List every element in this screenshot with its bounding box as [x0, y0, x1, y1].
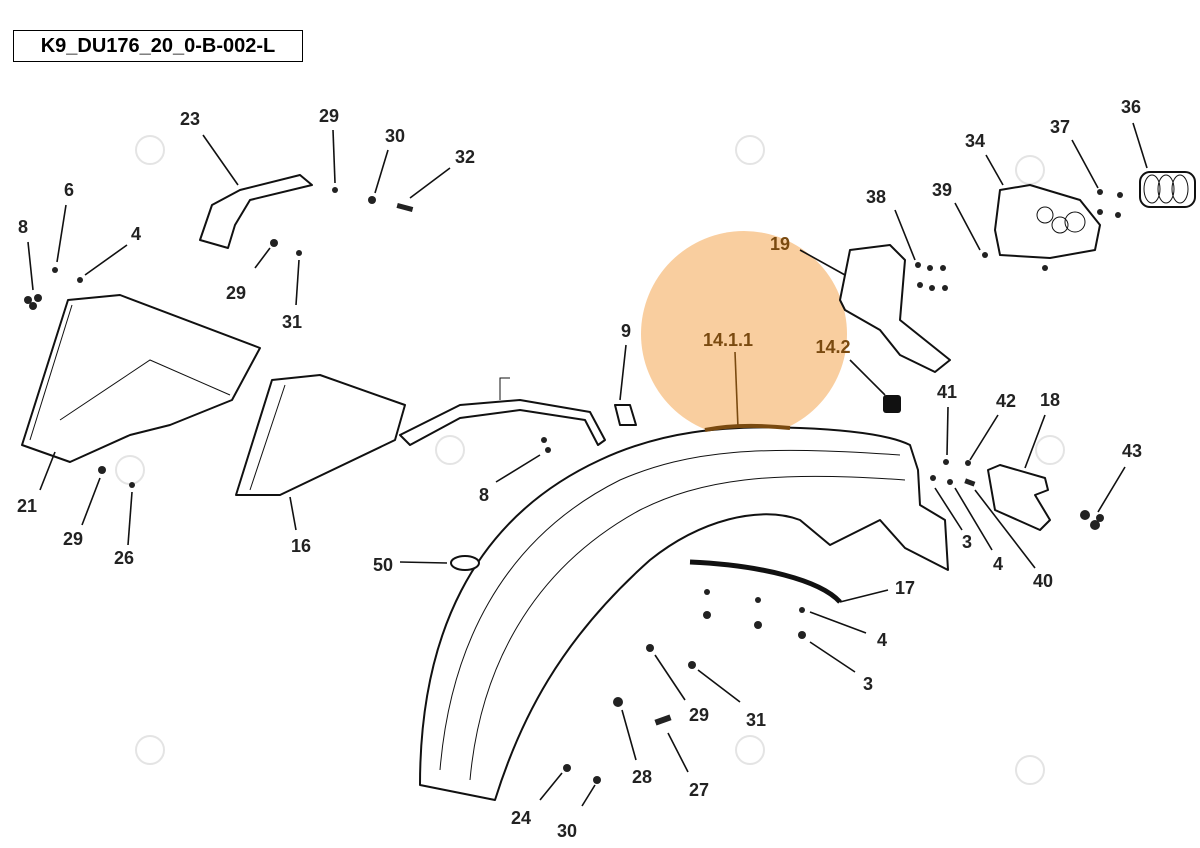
clip-9[interactable] — [614, 404, 637, 426]
grommet-50[interactable] — [450, 555, 480, 571]
callout-24[interactable]: 24 — [511, 808, 531, 828]
callout-50[interactable]: 50 — [373, 555, 393, 575]
rail-part[interactable] — [399, 377, 606, 446]
knob-14-2[interactable] — [883, 395, 901, 413]
callout-21[interactable]: 21 — [17, 496, 37, 516]
callout-43[interactable]: 43 — [1122, 441, 1142, 461]
callout-23[interactable]: 23 — [180, 109, 200, 129]
callout-16[interactable]: 16 — [291, 536, 311, 556]
callout-37[interactable]: 37 — [1050, 117, 1070, 137]
callout-4[interactable]: 4 — [131, 224, 141, 244]
callout-4[interactable]: 4 — [993, 554, 1003, 574]
highlight-circle — [641, 231, 847, 437]
callout-30[interactable]: 30 — [385, 126, 405, 146]
callout-38[interactable]: 38 — [866, 187, 886, 207]
callout-14-1-1[interactable]: 14.1.1 — [703, 330, 753, 350]
panel-21[interactable] — [21, 294, 261, 463]
lamp-34[interactable] — [994, 184, 1101, 259]
fasteners — [24, 187, 1123, 784]
callout-19[interactable]: 19 — [770, 234, 790, 254]
callout-labels: 23 29 30 32 6 8 4 29 31 36 37 34 39 38 1… — [17, 97, 1142, 841]
callout-18[interactable]: 18 — [1040, 390, 1060, 410]
callout-17[interactable]: 17 — [895, 578, 915, 598]
panel-16[interactable] — [235, 374, 406, 496]
callout-29[interactable]: 29 — [226, 283, 246, 303]
callout-3[interactable]: 3 — [962, 532, 972, 552]
callout-8[interactable]: 8 — [18, 217, 28, 237]
callout-34[interactable]: 34 — [965, 131, 985, 151]
callout-30[interactable]: 30 — [557, 821, 577, 841]
callout-39[interactable]: 39 — [932, 180, 952, 200]
bracket-23[interactable] — [199, 174, 313, 249]
callout-36[interactable]: 36 — [1121, 97, 1141, 117]
bracket-18[interactable] — [987, 464, 1051, 531]
fender-part[interactable] — [419, 423, 949, 801]
callout-6[interactable]: 6 — [64, 180, 74, 200]
part-19[interactable] — [839, 244, 951, 373]
diagram-id-label: K9_DU176_20_0-B-002-L — [13, 30, 303, 62]
callout-3[interactable]: 3 — [863, 674, 873, 694]
callout-4[interactable]: 4 — [877, 630, 887, 650]
callout-40[interactable]: 40 — [1033, 571, 1053, 591]
callout-26[interactable]: 26 — [114, 548, 134, 568]
callout-32[interactable]: 32 — [455, 147, 475, 167]
callout-29[interactable]: 29 — [689, 705, 709, 725]
hardware-43 — [1080, 510, 1104, 530]
leader-lines — [27, 122, 1148, 807]
callout-41[interactable]: 41 — [937, 382, 957, 402]
callout-31[interactable]: 31 — [746, 710, 766, 730]
callout-29[interactable]: 29 — [319, 106, 339, 126]
callout-27[interactable]: 27 — [689, 780, 709, 800]
callout-14-2[interactable]: 14.2 — [815, 337, 850, 357]
strip-17[interactable] — [689, 559, 842, 604]
callout-31[interactable]: 31 — [282, 312, 302, 332]
callout-29[interactable]: 29 — [63, 529, 83, 549]
callout-8[interactable]: 8 — [479, 485, 489, 505]
callout-42[interactable]: 42 — [996, 391, 1016, 411]
callout-9[interactable]: 9 — [621, 321, 631, 341]
ring-36[interactable] — [1139, 171, 1196, 208]
callout-28[interactable]: 28 — [632, 767, 652, 787]
